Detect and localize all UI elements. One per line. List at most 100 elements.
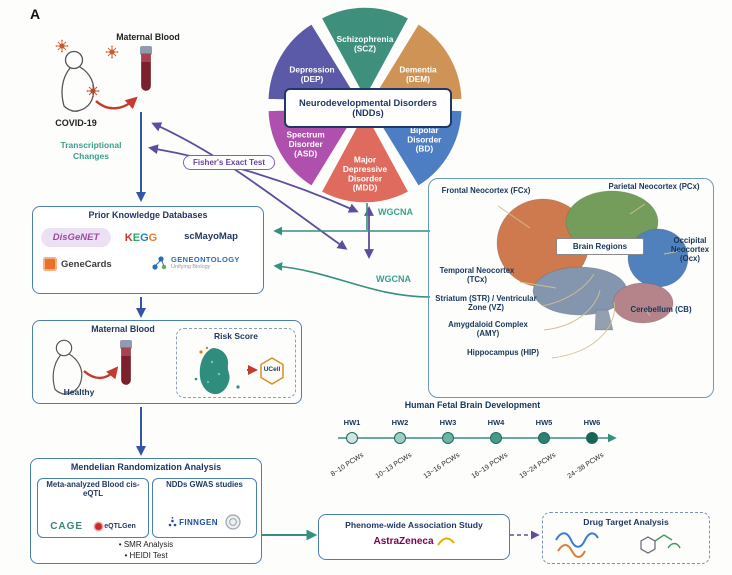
timeline-pcw-label: 8~10 PCWs <box>330 452 366 479</box>
mendelian-randomization-box: Mendelian Randomization Analysis Meta-an… <box>30 458 262 564</box>
virus-icon <box>105 45 119 59</box>
brain-label-cerebellum: Cerebellum (CB) <box>630 305 692 314</box>
eqtl-title: Meta-analyzed Blood cis-eQTL <box>46 480 140 498</box>
genecards-icon <box>43 257 57 271</box>
timeline-stage-dot <box>538 432 550 444</box>
mr-title: Mendelian Randomization Analysis <box>70 462 222 472</box>
kegg-logo: KEGG <box>119 228 163 247</box>
healthy-to-tube-arrow <box>83 366 119 380</box>
panel-label: A <box>30 6 41 22</box>
ndd-wedge-label: Schizophrenia(SCZ) <box>337 34 394 53</box>
geneontology-logo-text: GENEONTOLOGY <box>171 255 240 265</box>
timeline-hw-label: HW6 <box>584 418 601 427</box>
virus-icon <box>86 84 100 98</box>
ndd-wedge <box>320 6 410 101</box>
ucell-label: UCell <box>263 366 281 373</box>
eqtl-box: Meta-analyzed Blood cis-eQTL CAGE eQTLGe… <box>37 478 149 538</box>
timeline-hw-label: HW2 <box>392 418 409 427</box>
timeline-hw-label: HW1 <box>344 418 361 427</box>
fetal-development-timeline: HW1 8~10 PCWs HW2 10~13 PCWs HW3 13~16 PCWs HW… <box>330 418 617 481</box>
brain-stem <box>594 309 614 331</box>
astrazeneca-swoosh-icon <box>436 537 455 546</box>
phewas-box: Phenome-wide Association Study AstraZene… <box>318 514 510 560</box>
eqtlgen-logo-text: eQTLGen <box>104 523 136 530</box>
blood-tube-icon <box>139 45 153 91</box>
gwas-emblem-icon <box>225 514 241 530</box>
wgcna-arrow-bottom <box>273 262 431 298</box>
timeline-pcw-label: 24~38 PCWs <box>567 452 606 481</box>
timeline-hw-label: HW4 <box>488 418 505 427</box>
genecards-logo-text: GeneCards <box>61 258 112 270</box>
mr-bullet-heidi: HEIDI Test <box>31 550 261 561</box>
arrows <box>83 96 540 541</box>
ucell-hexagon-icon <box>260 357 284 385</box>
brain-illustration <box>496 190 689 331</box>
brain-regions-pill: Brain Regions <box>556 238 644 255</box>
molecule-structures <box>555 532 681 558</box>
timeline-pcw-label: 13~16 PCWs <box>423 452 462 481</box>
timeline-hw-label: HW5 <box>536 418 553 427</box>
timeline-stage-dot <box>490 432 502 444</box>
astrazeneca-logo-text: AstraZeneca <box>373 536 434 547</box>
eqtlgen-icon <box>95 523 103 530</box>
finngen-logo-text: FINNGEN <box>179 517 218 527</box>
brain-label-parietal: Parietal Neocortex (PCx) <box>608 182 700 191</box>
risk-score-box: Risk Score <box>176 328 296 398</box>
phewas-title: Phenome-wide Association Study <box>345 520 483 530</box>
ndd-wedge <box>368 22 463 103</box>
brain-label-hippocampus: Hippocampus (HIP) <box>467 348 539 357</box>
geneontology-logo: GENEONTOLOGY Unifying Biology <box>151 255 240 271</box>
timeline-stage-dot <box>586 432 598 444</box>
risk-score-map <box>194 346 240 395</box>
prior-knowledge-databases-box: Prior Knowledge Databases DisGeNET KEGG … <box>32 206 264 294</box>
transcriptional-changes-label: Transcriptional Changes <box>60 140 122 162</box>
wgcna-label-top: WGCNA <box>378 207 413 217</box>
brain-label-temporal: Temporal Neocortex (TCx) <box>439 266 515 285</box>
scmayomap-logo: scMayoMap <box>184 231 238 242</box>
cage-logo-text: CAGE <box>50 521 84 532</box>
brain-regions-box <box>428 178 714 398</box>
finngen-icon <box>168 517 177 527</box>
virus-icon <box>55 39 69 53</box>
ndd-wedge <box>267 22 362 103</box>
brain-cerebellum-region <box>612 282 674 324</box>
healthy-box-title: Maternal Blood <box>91 324 155 334</box>
fisher-double-arrow-2 <box>151 122 348 250</box>
mr-bullet-smr: SMR Analysis <box>31 539 261 550</box>
geneontology-subtext: Unifying Biology <box>171 264 211 271</box>
maternal-blood-label: Maternal Blood <box>116 32 180 42</box>
ndd-center-line2: (NDDs) <box>352 108 384 118</box>
brain-label-striatum: Striatum (STR) / Ventricular Zone (VZ) <box>435 294 537 313</box>
timeline-stage-dot <box>394 432 406 444</box>
brain-label-lines <box>497 203 681 359</box>
brain-label-frontal: Frontal Neocortex (FCx) <box>441 186 531 195</box>
covid-label: COVID-19 <box>55 118 97 128</box>
timeline-stage-dot <box>346 432 358 444</box>
pregnant-woman-icon <box>61 50 95 112</box>
ndd-center-box: Neurodevelopmental Disorders (NDDs) <box>284 88 452 128</box>
healthy-label: Healthy <box>63 387 95 397</box>
disgenet-logo: DisGeNET <box>41 228 111 247</box>
geneontology-icon <box>152 256 167 270</box>
drug-target-box: Drug Target Analysis <box>542 512 710 564</box>
genecards-logo: GeneCards <box>43 257 112 271</box>
timeline-hw-label: HW3 <box>440 418 457 427</box>
ndd-center-line1: Neurodevelopmental Disorders <box>299 98 437 108</box>
wgcna-label-bottom: WGCNA <box>376 274 411 284</box>
brain-label-amygdaloid: Amygdaloid Complex (AMY) <box>448 320 528 339</box>
timeline-pcw-label: 10~13 PCWs <box>375 452 414 481</box>
healthy-maternal-blood-box: Maternal Blood Healthy <box>32 320 302 404</box>
kegg-logo-text: KEGG <box>124 231 158 244</box>
timeline-pcw-label: 19~24 PCWs <box>519 452 558 481</box>
fisher-exact-test-pill: Fisher's Exact Test <box>183 155 276 170</box>
timeline-pcw-label: 16~19 PCWs <box>471 452 510 481</box>
ndd-wedge-label: Dementia(DEM) <box>399 65 437 84</box>
disgenet-logo-text: DisGeNET <box>52 232 100 243</box>
timeline-stage-dot <box>442 432 454 444</box>
gwas-box: NDDs GWAS studies FINNGEN <box>152 478 257 538</box>
gwas-title: NDDs GWAS studies <box>166 480 243 489</box>
